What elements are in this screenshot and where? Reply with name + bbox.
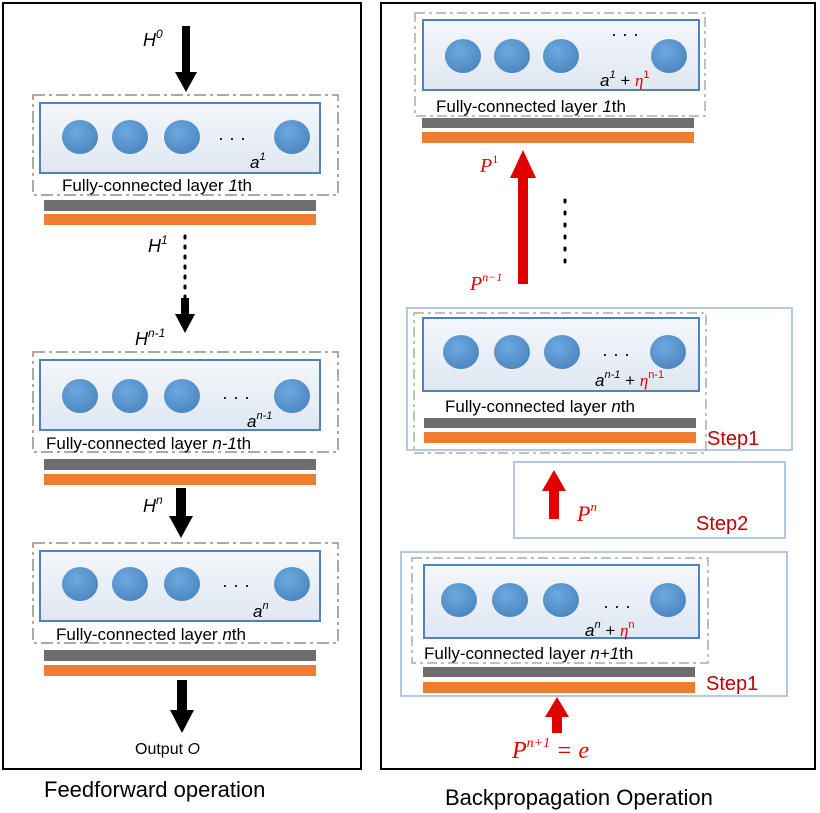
orange-bar [424,432,696,443]
step1-bottom-label: Step1 [706,673,758,695]
ellipsis: · · · [602,344,630,364]
feedforward-caption: Feedforward operation [44,777,265,802]
bp-layer-n-plus-1-nodes [441,583,686,617]
orange-bar [422,132,694,143]
arrow-pn-plus-1 [545,697,569,733]
pn1-label: Pn−1 [469,270,502,295]
gray-bar [44,459,316,470]
ff-layer-1-nodes [62,120,310,154]
arrow-output [170,680,194,733]
activation-label: an-1 + ηn-1 [595,369,664,390]
layer-label: Fully-connected layer 1th [436,97,626,116]
step2-box [513,461,786,539]
layer-label: Fully-connected layer n-1th [46,434,251,453]
orange-bar [44,214,316,225]
orange-bar [423,682,695,693]
bp-layer-1: · · · a1 + η1 Fully-connected layer 1th [414,12,706,117]
neuron [112,567,148,601]
ellipsis: · · · [603,596,631,616]
neuron [164,379,200,413]
layer-label: Fully-connected layer 1th [62,176,252,195]
ff-layer-1: · · · a1 Fully-connected layer 1th [32,94,339,196]
activation-label: a1 + η1 [600,69,650,90]
neuron [62,567,98,601]
ff-layer-n-1-nodes [62,379,310,413]
hn1-label: Hn-1 [135,326,165,349]
backprop-caption: Backpropagation Operation [445,785,713,810]
neuron [274,567,310,601]
step1-top-box [406,307,793,451]
gray-bar [44,200,316,211]
ellipsis: · · · [611,24,639,44]
ellipsis: · · · [218,128,246,148]
output-label: Output O [135,741,200,758]
neuron [543,39,579,73]
neuron [651,39,687,73]
h1-label: H1 [148,233,168,256]
activation-label: an + ηn [585,619,635,640]
neuron [441,583,477,617]
layer-label: Fully-connected layer nth [445,397,635,416]
hn-label: Hn [143,493,163,516]
arrow-p1 [510,150,536,284]
step1-top-label: Step1 [707,428,759,450]
bp-layer-n-nodes [443,335,686,369]
ff-layer-n-nodes [62,567,310,601]
gray-bar [423,667,695,677]
h0-label: H0 [143,27,163,50]
neuron [112,120,148,154]
gray-bar [422,118,694,128]
neuron [650,335,686,369]
orange-bar [44,665,316,676]
neuron [494,39,530,73]
step2-label: Step2 [696,513,748,535]
gray-bar [44,650,316,661]
bp-layer-1-nodes [445,39,687,73]
layer-label: Fully-connected layer n+1th [424,644,633,663]
neuron [494,335,530,369]
backprop-panel [380,2,816,770]
pn-plus-1-label: Pn+1 = e [511,736,589,764]
neuron [543,583,579,617]
arrow-hn1 [175,298,195,333]
layer-label: Fully-connected layer nth [56,625,246,644]
bp-layer-n: · · · an-1 + ηn-1 Fully-connected layer … [413,312,707,454]
bp-layer-n-plus-1: · · · an + ηn Fully-connected layer n+1t… [411,557,709,664]
neuron [164,567,200,601]
ff-layer-n: · · · an Fully-connected layer nth [32,542,339,644]
orange-bar [44,474,316,485]
arrow-hn [169,488,193,538]
neuron [492,583,528,617]
activation-label: an-1 [247,410,272,431]
neuron [62,379,98,413]
neuron [650,583,686,617]
activation-label: an [253,600,269,621]
p1-label: P1 [479,152,498,177]
feedforward-panel [2,2,362,770]
ellipsis: · · · [222,575,250,595]
neuron [112,379,148,413]
ff-layer-n-1: · · · an-1 Fully-connected layer n-1th [32,351,339,453]
neuron [443,335,479,369]
neuron [445,39,481,73]
ellipsis: · · · [222,387,250,407]
arrow-pn [542,470,566,519]
neuron [62,120,98,154]
activation-label: a1 [250,151,266,172]
step1-bottom-box [400,551,788,697]
neuron [274,379,310,413]
pn-label: Pn [576,499,597,526]
gray-bar [424,418,696,428]
neuron [274,120,310,154]
neuron [164,120,200,154]
neuron [544,335,580,369]
arrow-h0 [175,26,197,92]
